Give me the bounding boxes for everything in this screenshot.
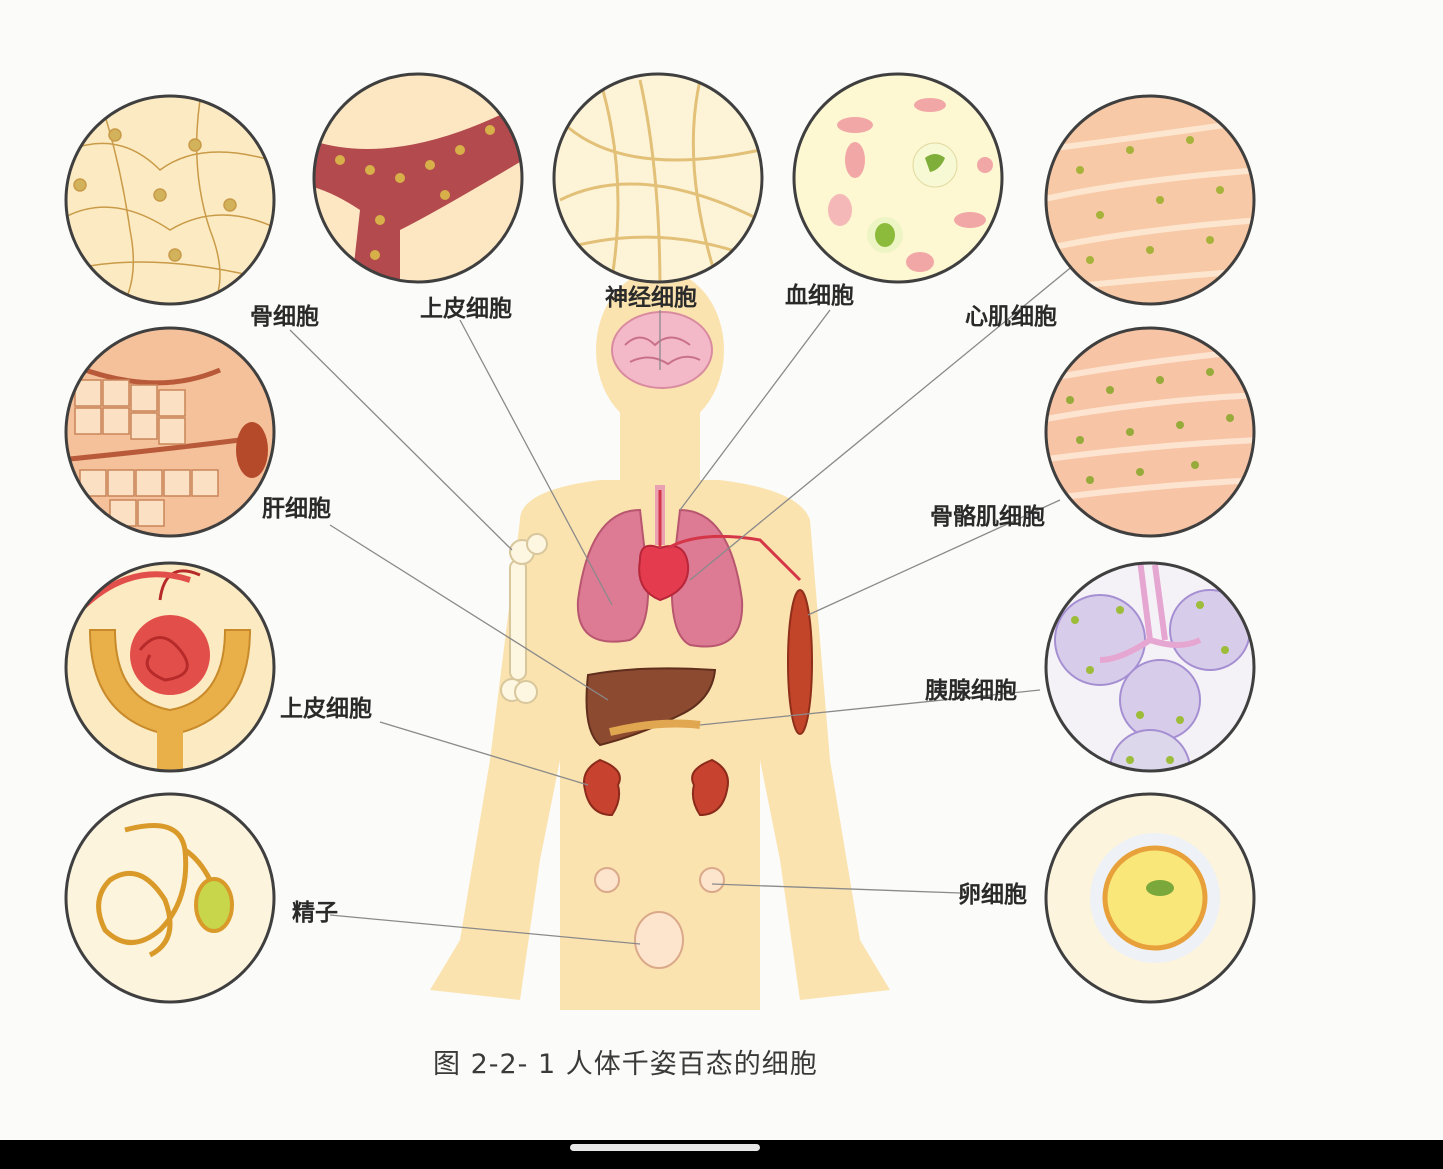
- epithelial-cell-circle-top: [312, 72, 524, 284]
- testis-icon: [634, 911, 684, 969]
- cardiac-cell-circle: [1044, 94, 1256, 306]
- sperm-cell-circle: [64, 792, 276, 1004]
- cell-diagram: 骨细胞 上皮细胞 神经细胞 血细胞 心肌细胞 肝细胞 骨骼肌细胞 上皮细胞 胰腺…: [64, 72, 1256, 1080]
- label-epithelial-cell-kidney: 上皮细胞: [280, 695, 372, 722]
- label-nerve-cell: 神经细胞: [605, 284, 697, 311]
- pancreas-icon: [609, 719, 701, 736]
- blood-cell-circle: [792, 72, 1004, 284]
- ovary-icon: [594, 867, 725, 893]
- nerve-cell-circle: [552, 72, 764, 284]
- skeletal-muscle-cell-circle: [1044, 326, 1256, 538]
- kidney-icon: [583, 758, 729, 817]
- figure-caption: 图 2-2- 1 人体千姿百态的细胞: [433, 1049, 818, 1080]
- label-cardiac-cell: 心肌细胞: [965, 303, 1057, 330]
- brain-icon: [611, 311, 713, 389]
- label-liver-cell: 肝细胞: [262, 495, 331, 522]
- bone-cell-circle: [64, 94, 276, 306]
- label-bone-cell: 骨细胞: [250, 303, 319, 330]
- liver-cell-circle: [64, 326, 276, 538]
- arm-muscle-icon: [787, 589, 813, 735]
- figure-page: 骨细胞 上皮细胞 神经细胞 血细胞 心肌细胞 肝细胞 骨骼肌细胞 上皮细胞 胰腺…: [0, 0, 1443, 1140]
- leader-lines: [289, 259, 1081, 945]
- label-skeletal-muscle-cell: 骨骼肌细胞: [930, 503, 1045, 530]
- heart-icon: [638, 490, 802, 602]
- epithelial-cell-circle-kidney: [64, 561, 276, 773]
- label-egg-cell: 卵细胞: [958, 881, 1027, 908]
- label-pancreas-cell: 胰腺细胞: [924, 677, 1017, 704]
- bone-icon: [500, 533, 548, 704]
- home-indicator[interactable]: [570, 1144, 760, 1151]
- liver-icon: [585, 667, 717, 747]
- label-sperm: 精子: [292, 900, 338, 926]
- label-blood-cell: 血细胞: [785, 282, 854, 309]
- pancreas-cell-circle: [1044, 561, 1256, 773]
- label-epithelial-cell-top: 上皮细胞: [420, 295, 512, 322]
- egg-cell-circle: [1044, 792, 1256, 1004]
